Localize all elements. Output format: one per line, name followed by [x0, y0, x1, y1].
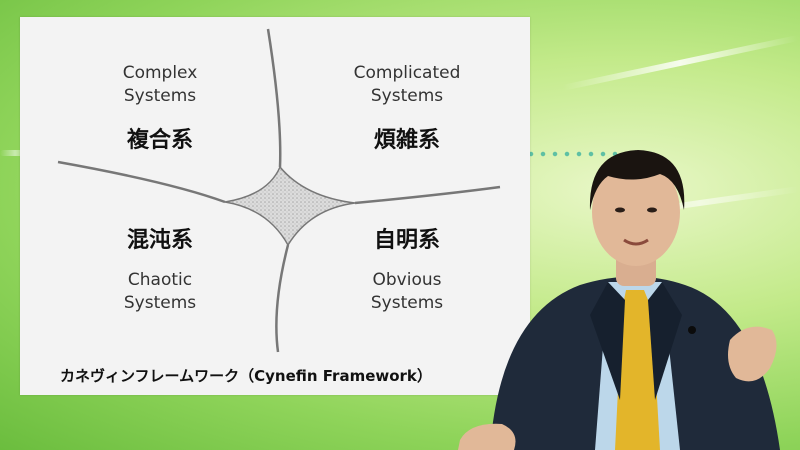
quadrant-chaotic-en: Chaotic Systems	[123, 270, 197, 313]
light-streak	[561, 35, 799, 91]
cynefin-slide: Complex Systems 複合系 Complicated Systems …	[20, 17, 530, 395]
diagram-caption: カネヴィンフレームワーク（Cynefin Framework）	[60, 367, 432, 385]
quadrant-complicated-jp: 煩雑系	[373, 128, 440, 153]
vertical-divider-top	[266, 28, 282, 168]
mouth	[623, 238, 649, 246]
quadrant-complicated-en: Complicated Systems	[353, 63, 461, 106]
quadrant-curves	[57, 28, 501, 353]
dotted-decoration	[525, 150, 655, 158]
quadrant-complex-jp: 複合系	[126, 128, 193, 153]
lower-hand	[458, 423, 516, 450]
light-streak	[0, 150, 30, 156]
lapel-microphone	[688, 326, 696, 334]
quadrant-obvious-en: Obvious Systems	[370, 270, 444, 313]
left-lapel	[590, 282, 625, 400]
right-eye	[647, 207, 657, 213]
presenter-figure	[458, 150, 780, 450]
disorder-center-region	[224, 165, 356, 247]
horizontal-divider-left	[57, 160, 226, 204]
raised-hand	[728, 326, 777, 382]
vertical-divider-bottom	[275, 244, 290, 353]
head	[592, 158, 680, 266]
right-lapel	[648, 282, 682, 400]
horizontal-divider-right	[354, 185, 501, 205]
tie	[615, 290, 660, 450]
hair	[589, 150, 685, 210]
quadrant-complex-en: Complex Systems	[122, 63, 198, 106]
quadrant-obvious-jp: 自明系	[373, 228, 440, 253]
left-eye	[615, 207, 625, 213]
quadrant-chaotic-jp: 混沌系	[126, 228, 193, 253]
